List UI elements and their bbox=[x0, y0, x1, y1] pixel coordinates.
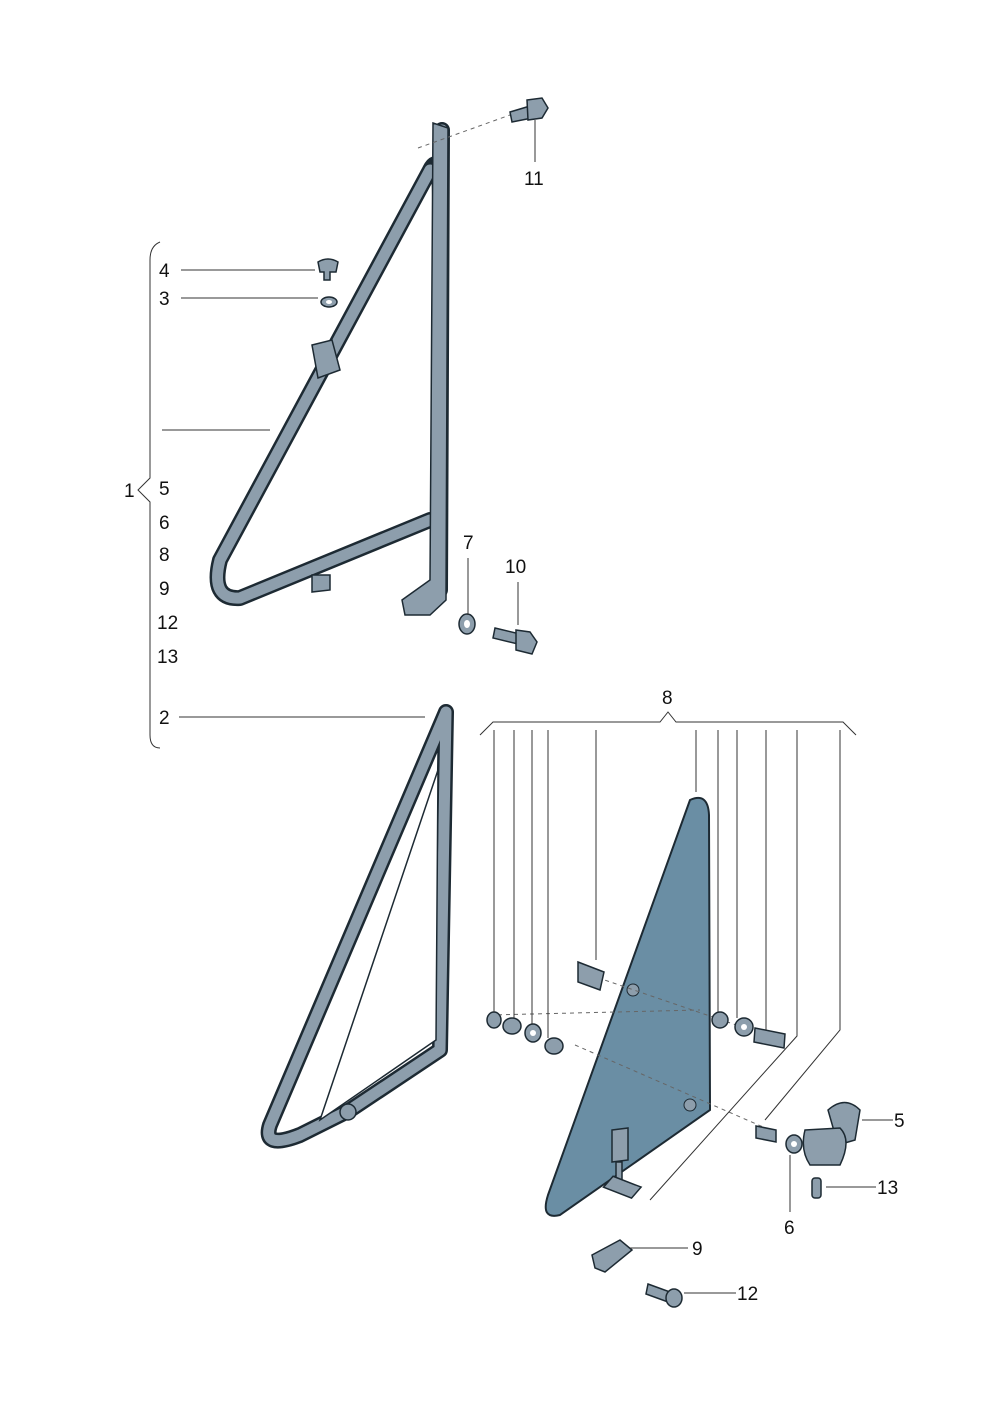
washer-7 bbox=[458, 613, 476, 635]
handle-5 bbox=[802, 1101, 861, 1166]
callout-13: 13 bbox=[877, 1178, 898, 1199]
callout-1-6: 6 bbox=[159, 513, 170, 534]
cap-4 bbox=[317, 258, 339, 281]
clamp-9 bbox=[591, 1239, 634, 1273]
callout-10: 10 bbox=[505, 557, 526, 578]
callout-1: 1 bbox=[124, 481, 135, 502]
hardware-right bbox=[602, 1011, 803, 1199]
callout-labels: 11 4 3 1 5 6 8 9 12 13 2 7 10 8 5 13 6 9… bbox=[124, 169, 905, 1305]
callout-5: 5 bbox=[894, 1111, 905, 1132]
callout-6: 6 bbox=[784, 1218, 795, 1239]
screw-12 bbox=[645, 1282, 683, 1308]
pin-13 bbox=[811, 1177, 822, 1199]
callout-4: 4 bbox=[159, 261, 170, 282]
leader-lines bbox=[137, 120, 893, 1294]
bolt-10 bbox=[492, 627, 538, 655]
callout-11: 11 bbox=[524, 169, 544, 190]
callout-1-13: 13 bbox=[157, 647, 178, 668]
vent-window-seal bbox=[260, 704, 454, 1149]
callout-2: 2 bbox=[159, 708, 170, 729]
callout-1-9: 9 bbox=[159, 579, 170, 600]
callout-8: 8 bbox=[662, 688, 673, 709]
callout-9: 9 bbox=[692, 1239, 703, 1260]
vent-window-glass bbox=[544, 796, 712, 1217]
callout-1-8: 8 bbox=[159, 545, 170, 566]
callout-1-12: 12 bbox=[157, 613, 178, 634]
vent-window-frame bbox=[209, 121, 450, 616]
callout-7: 7 bbox=[463, 533, 474, 554]
bolt-11 bbox=[509, 97, 549, 123]
callout-3: 3 bbox=[159, 289, 170, 310]
callout-1-5: 5 bbox=[159, 479, 170, 500]
callout-12: 12 bbox=[737, 1284, 758, 1305]
washer-3 bbox=[320, 296, 338, 308]
hardware-left bbox=[486, 960, 605, 1055]
